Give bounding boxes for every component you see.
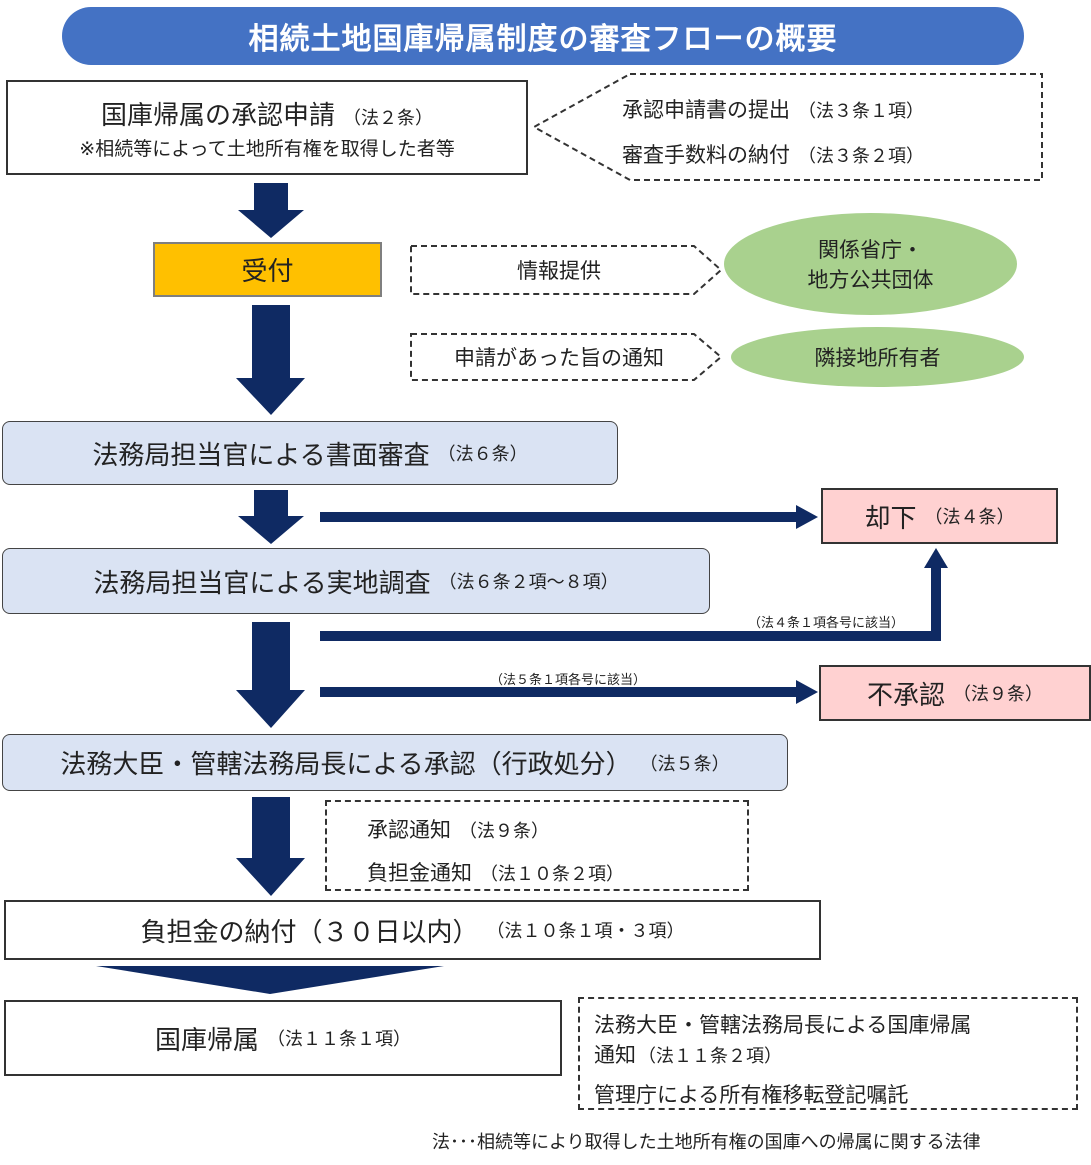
vesting-notes-line-1: 法務大臣・管轄法務局長による国庫帰属	[594, 1013, 972, 1037]
application-docs-item-1: 承認申請書の提出 （法３条１項）	[622, 94, 924, 124]
adjacent-owners-text: 隣接地所有者	[814, 346, 941, 370]
arrow-survey-to-dismissal-horizontal	[320, 631, 941, 641]
approval-box: 法務大臣・管轄法務局長による承認（行政処分） （法５条）	[2, 734, 788, 791]
arrow-reception-to-review	[236, 305, 305, 415]
vesting-notes-line-2-text: 通知	[594, 1043, 636, 1067]
arrow-payment-to-vesting	[96, 966, 444, 994]
vesting-notes-line-2-law: （法１１条２項）	[638, 1046, 782, 1067]
vesting-text: 国庫帰属	[154, 1025, 259, 1056]
application-box: 国庫帰属の承認申請 （法２条） ※相続等によって土地所有権を取得した者等	[6, 80, 528, 175]
title-text: 相続土地国庫帰属制度の審査フローの概要	[248, 22, 838, 57]
arrow-survey-to-dismissal-vertical	[931, 566, 941, 641]
rejection-law: （法９条）	[953, 684, 1043, 705]
application-title: 国庫帰属の承認申請	[100, 100, 335, 131]
document-review-law: （法６条）	[437, 444, 528, 465]
agencies-line-1: 関係省庁・	[818, 238, 923, 262]
rejection-text: 不承認	[866, 680, 945, 711]
arrow-review-to-survey	[238, 490, 304, 544]
agencies-oval: 関係省庁・ 地方公共団体	[724, 213, 1017, 315]
arrow-approval-to-payment	[236, 797, 305, 896]
approval-notice-text: 承認通知	[367, 818, 451, 842]
fee-payment-law: （法３条２項）	[798, 146, 924, 167]
dismissal-text: 却下	[864, 503, 917, 534]
charge-notice-text: 負担金通知	[367, 861, 472, 885]
note-article-5: （法５条１項各号に該当）	[490, 673, 647, 688]
vesting-notes-box: 法務大臣・管轄法務局長による国庫帰属 通知（法１１条２項） 管理庁による所有権移…	[578, 997, 1078, 1110]
site-survey-box: 法務局担当官による実地調査 （法６条２項～８項）	[2, 548, 710, 614]
arrow-survey-to-dismissal-head	[924, 548, 948, 568]
arrow-application-to-reception	[238, 183, 304, 238]
info-provision-text: 情報提供	[517, 259, 601, 283]
fee-payment-text: 審査手数料の納付	[622, 143, 790, 167]
reception-text: 受付	[241, 257, 294, 287]
arrow-survey-to-approval	[236, 622, 305, 728]
vesting-notes-line-3: 管理庁による所有権移転登記嘱託	[594, 1083, 909, 1107]
payment-text: 負担金の納付（３０日以内）	[140, 917, 479, 948]
application-title-row: 国庫帰属の承認申請 （法２条）	[101, 95, 433, 132]
application-subnote: ※相続等によって土地所有権を取得した者等	[79, 137, 455, 160]
dismissal-box: 却下 （法４条）	[821, 488, 1058, 544]
agencies-line-2: 地方公共団体	[807, 268, 934, 292]
charge-notice-law: （法１０条２項）	[480, 864, 624, 885]
vesting-box: 国庫帰属 （法１１条１項）	[4, 1000, 562, 1076]
rejection-box: 不承認 （法９条）	[819, 665, 1091, 721]
application-docs-box: 承認申請書の提出 （法３条１項） 審査手数料の納付 （法３条２項）	[530, 72, 1045, 182]
document-review-text: 法務局担当官による書面審査	[92, 440, 430, 471]
adjacent-owners-oval: 隣接地所有者	[731, 327, 1024, 387]
document-review-box: 法務局担当官による書面審査 （法６条）	[2, 421, 618, 485]
site-survey-text: 法務局担当官による実地調査	[93, 568, 431, 599]
site-survey-law: （法６条２項～８項）	[438, 572, 619, 593]
application-docs-outline	[531, 73, 1043, 181]
approval-notices-box: 承認通知 （法９条） 負担金通知 （法１０条２項）	[325, 800, 749, 891]
notice-outline	[410, 333, 723, 381]
info-provision-box: 情報提供	[409, 244, 724, 296]
footnote: 法･･･相続等により取得した土地所有権の国庫への帰属に関する法律	[432, 1132, 981, 1153]
approval-notice-item-1: 承認通知 （法９条）	[367, 814, 549, 844]
submit-application-law: （法３条１項）	[798, 101, 924, 122]
payment-box: 負担金の納付（３０日以内） （法１０条１項・３項）	[4, 900, 821, 960]
approval-notice-item-2: 負担金通知 （法１０条２項）	[367, 857, 624, 887]
note-article-4: （法４条１項各号に該当）	[748, 616, 905, 631]
approval-text: 法務大臣・管轄法務局長による承認（行政処分）	[60, 750, 632, 780]
vesting-law: （法１１条１項）	[267, 1029, 411, 1050]
vesting-notes-line-2: 通知（法１１条２項）	[594, 1039, 782, 1069]
arrow-survey-to-rejection-shaft	[320, 687, 798, 697]
arrow-review-to-dismissal-head	[796, 505, 818, 529]
submit-application-text: 承認申請書の提出	[622, 98, 790, 122]
notice-text: 申請があった旨の通知	[454, 346, 664, 370]
arrow-survey-to-rejection-head	[796, 680, 818, 704]
application-law: （法２条）	[343, 107, 433, 129]
arrow-review-to-dismissal-shaft	[320, 512, 798, 522]
info-provision-outline	[410, 245, 723, 295]
reception-box: 受付	[153, 242, 382, 297]
dismissal-law: （法４条）	[924, 507, 1015, 528]
diagram-title: 相続土地国庫帰属制度の審査フローの概要	[62, 7, 1024, 65]
application-docs-item-2: 審査手数料の納付 （法３条２項）	[622, 139, 924, 169]
approval-notice-law: （法９条）	[459, 821, 549, 842]
notice-box: 申請があった旨の通知	[409, 332, 724, 382]
payment-law: （法１０条１項・３項）	[486, 921, 685, 942]
approval-law: （法５条）	[639, 753, 730, 775]
